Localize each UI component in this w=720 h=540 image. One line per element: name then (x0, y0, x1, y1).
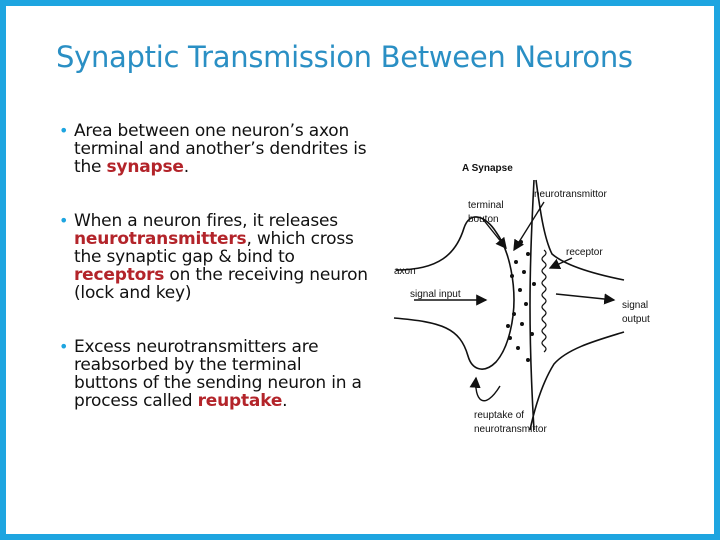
label-signal: signal (622, 300, 648, 311)
bullet-synapse: • Area between one neuron’s axon termina… (50, 121, 370, 177)
term-reuptake: reuptake (197, 391, 283, 411)
label-terminal: terminal (468, 200, 504, 211)
bullet-text: Area between one neuron’s axon terminal … (74, 121, 367, 177)
label-reuptake-of: reuptake of (474, 410, 524, 421)
label-output: output (622, 314, 650, 325)
axon-terminal-outline (393, 216, 515, 370)
bullet-text: on the receiving neuron (lock and key) (74, 265, 368, 303)
bullet-neurotransmitters: • When a neuron fires, it releases neuro… (50, 211, 370, 303)
receiving-neuron-outline (529, 179, 625, 431)
bullet-text: When a neuron fires, it releases (74, 211, 338, 231)
diagram-title: A Synapse (462, 163, 513, 174)
label-axon: axon (394, 266, 416, 277)
label-bouton: bouton (468, 214, 499, 225)
bullet-icon: • (59, 121, 69, 140)
bullet-text: . (183, 157, 189, 177)
bullet-icon: • (59, 337, 69, 356)
bullet-text: Excess neurotransmitters are reabsorbed … (74, 337, 362, 411)
term-neurotransmitters: neurotransmitters (74, 229, 247, 249)
label-neurotransmitter: neurotransmittor (534, 189, 607, 200)
slide-title: Synaptic Transmission Between Neurons (56, 40, 633, 74)
label-reuptake-nt: neurotransmittor (474, 424, 547, 435)
bullet-reuptake: • Excess neurotransmitters are reabsorbe… (50, 337, 370, 411)
bullet-list: • Area between one neuron’s axon termina… (50, 122, 370, 446)
bullet-text: . (282, 391, 288, 411)
receptor-coil (541, 249, 547, 353)
term-synapse: synapse (106, 157, 184, 177)
bullet-text: , which cross the synaptic gap & bind to (74, 229, 354, 267)
label-receptor: receptor (566, 247, 603, 258)
synapse-diagram: A Synapse neurotransmittor terminal bout… (393, 163, 650, 435)
neurotransmitter-dots (506, 240, 536, 362)
term-receptors: receptors (74, 265, 165, 285)
bullet-icon: • (59, 211, 69, 230)
arrows (414, 201, 616, 402)
slide: Synaptic Transmission Between Neurons • … (6, 6, 714, 534)
label-signal-input: signal input (410, 289, 461, 300)
